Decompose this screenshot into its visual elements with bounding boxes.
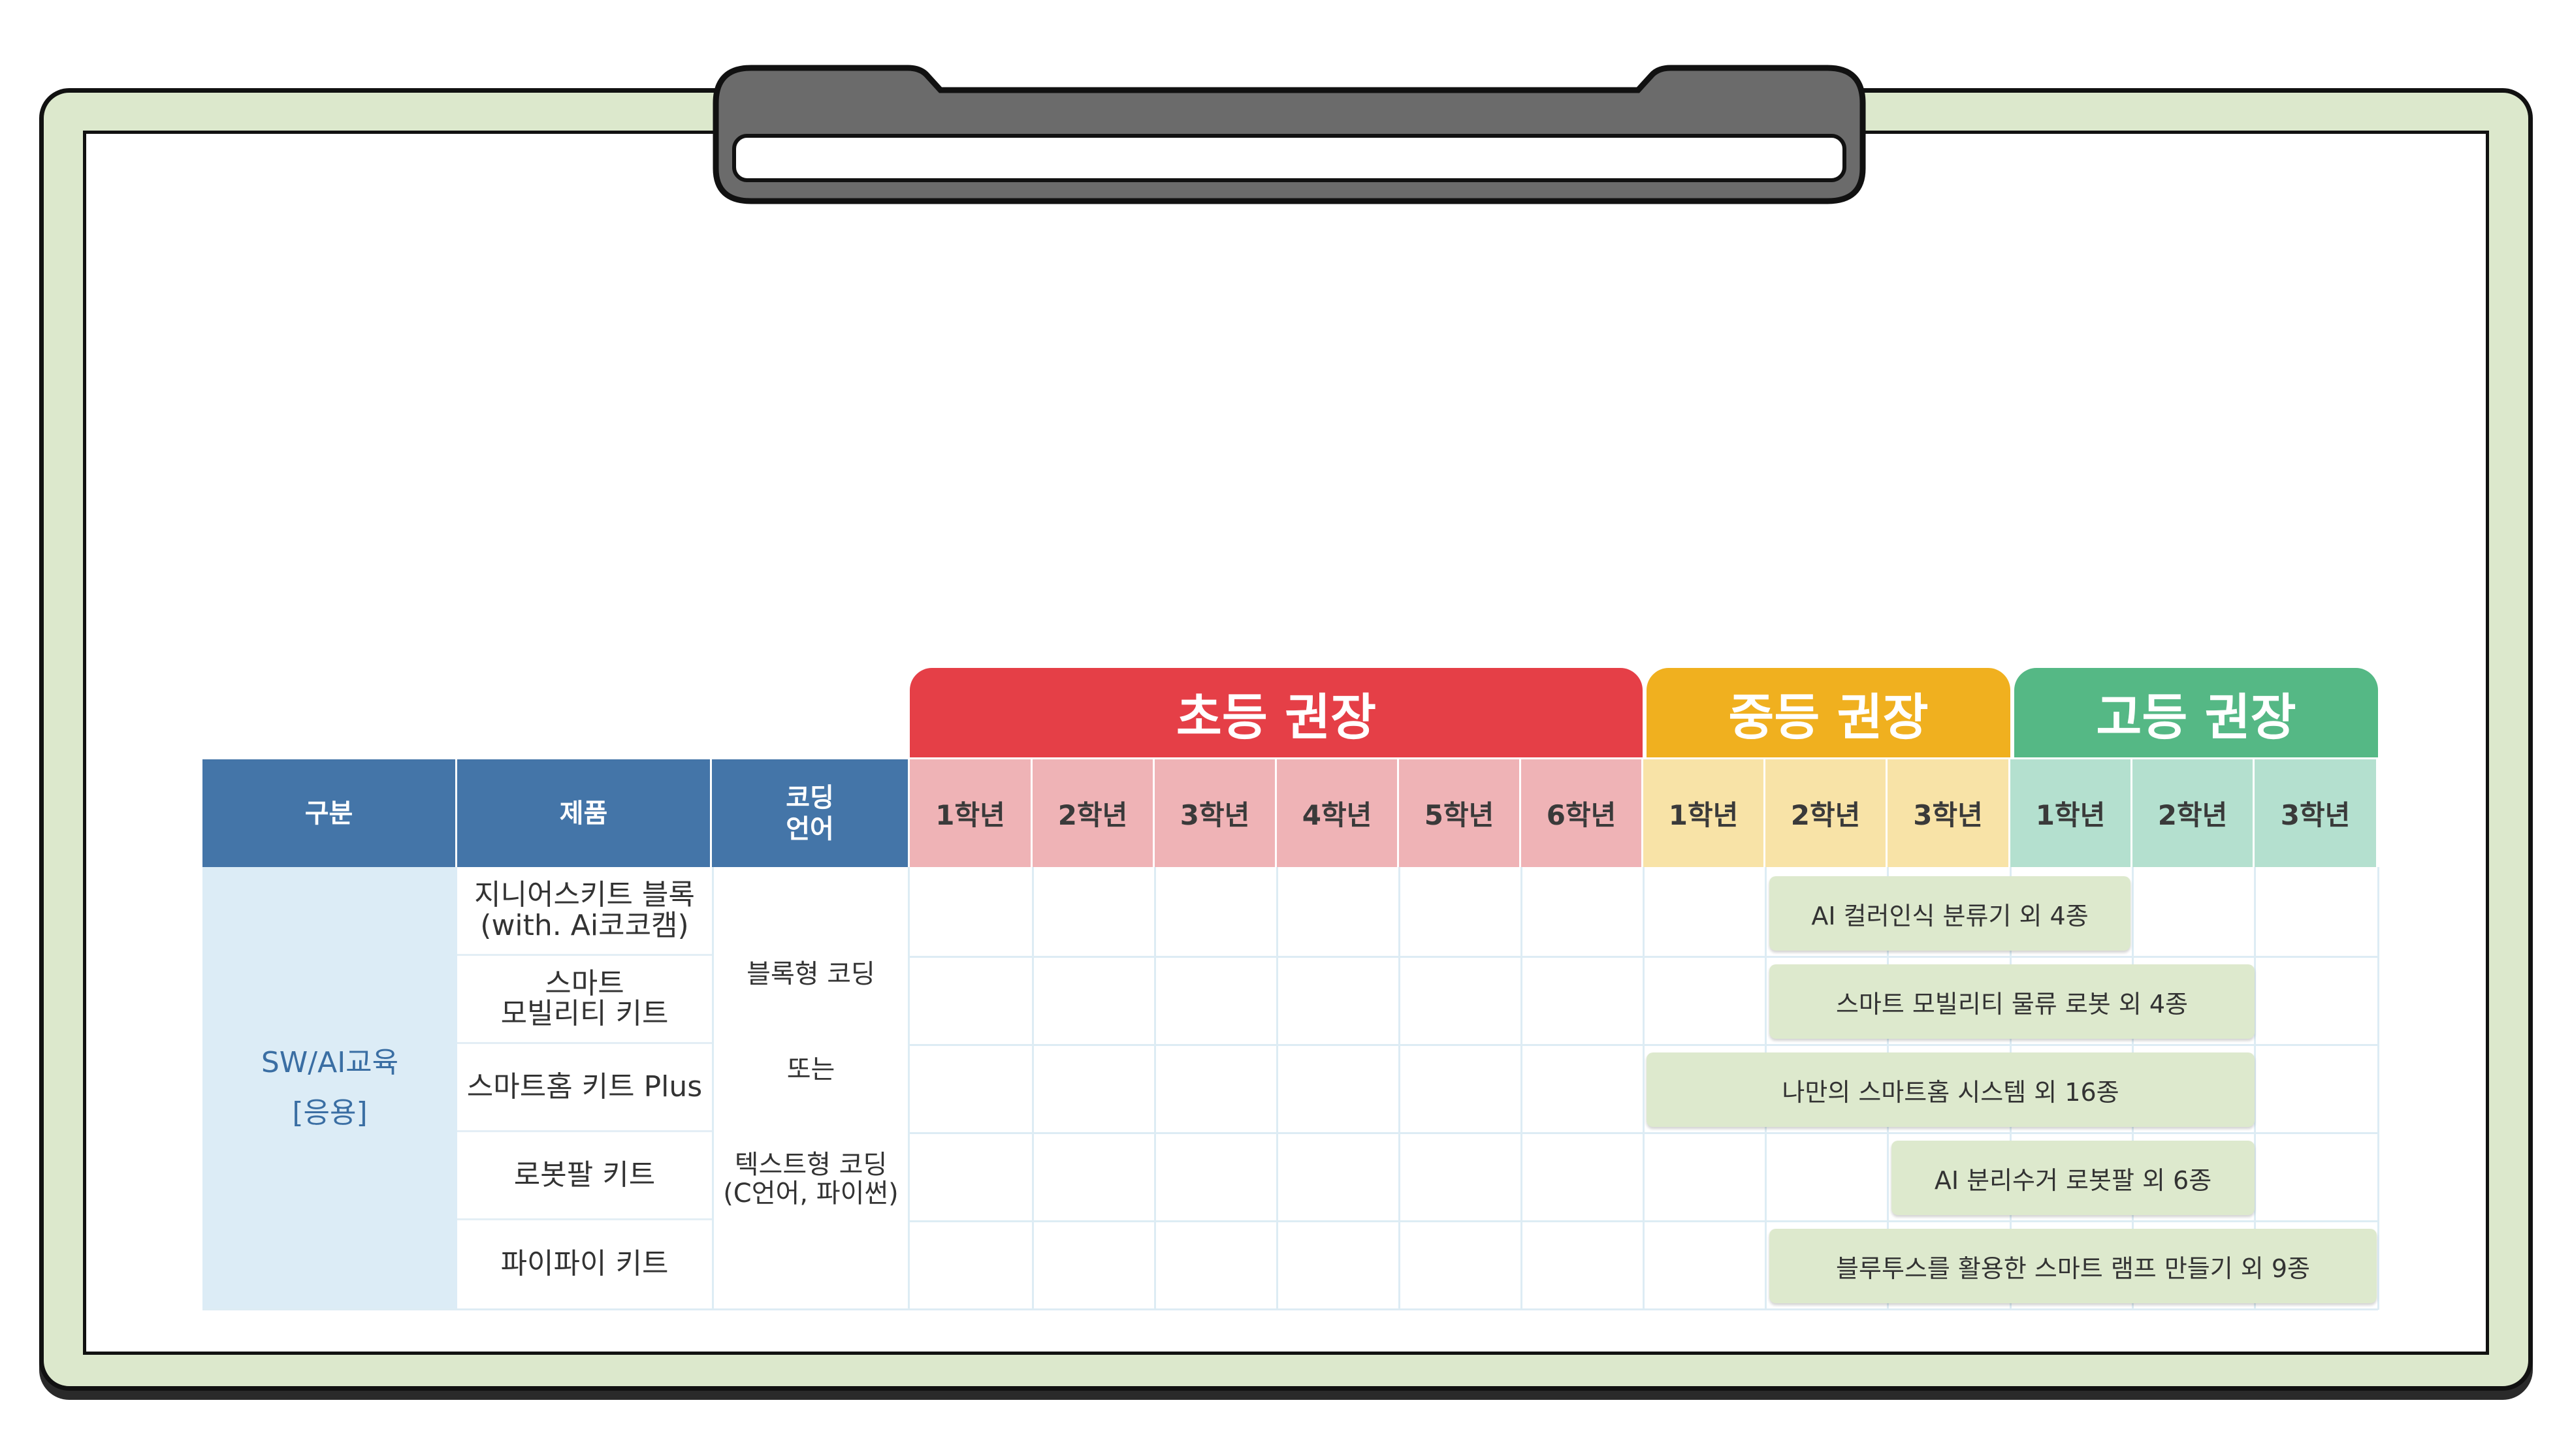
product-cell: 지니어스키트 블록 (with. Ai코코캠) xyxy=(457,867,712,956)
product-cell: 로봇팔 키트 xyxy=(457,1132,712,1220)
header-coding-language-line2: 언어 xyxy=(786,814,834,844)
band-middle: 중등 권장 xyxy=(1647,668,2010,757)
grade-elementary-3: 3학년 xyxy=(1155,759,1277,867)
grade-middle-2: 2학년 xyxy=(1765,759,1888,867)
product-name: 로봇팔 키트 xyxy=(513,1158,656,1192)
product-cell: 스마트홈 키트 Plus xyxy=(457,1044,712,1132)
category-cell: SW/AI교육 [응용] xyxy=(202,867,457,1308)
coding-block-label: 블록형 코딩 xyxy=(747,959,875,989)
grade-high-1: 1학년 xyxy=(2010,759,2132,867)
product-cell: 파이파이 키트 xyxy=(457,1220,712,1308)
coding-language-cell: 블록형 코딩 또는 텍스트형 코딩 (C언어, 파이썬) xyxy=(714,960,908,1208)
grid-line xyxy=(1032,867,1034,1310)
category-sublabel: [응용] xyxy=(292,1096,368,1130)
header-coding-language-line1: 코딩 xyxy=(786,782,834,813)
grid-line xyxy=(2254,867,2256,1310)
product-name-sub: 모빌리티 키트 xyxy=(500,997,669,1030)
grid-line xyxy=(1520,867,1522,1310)
grid-line xyxy=(1154,867,1156,1310)
product-name: 지니어스키트 블록 xyxy=(474,878,695,912)
grade-high-2: 2학년 xyxy=(2132,759,2255,867)
band-elementary: 초등 권장 xyxy=(910,668,1643,757)
course-bar: 스마트 모빌리티 물류 로봇 외 4종 xyxy=(1769,964,2255,1039)
grid-line xyxy=(908,867,910,1310)
product-name: 스마트홈 키트 Plus xyxy=(466,1069,703,1103)
band-high: 고등 권장 xyxy=(2014,668,2378,757)
grid-line xyxy=(1276,867,1278,1310)
coding-text-line1: 텍스트형 코딩 xyxy=(734,1150,888,1180)
grade-elementary-5: 5학년 xyxy=(1399,759,1521,867)
grade-elementary-1: 1학년 xyxy=(910,759,1033,867)
grid-line xyxy=(712,867,714,1310)
product-name-sub: (with. Ai코코캠) xyxy=(480,908,689,942)
coding-text-line2: (C언어, 파이썬) xyxy=(723,1179,899,1209)
coding-or-label: 또는 xyxy=(786,1054,835,1084)
course-bar: AI 분리수거 로봇팔 외 6종 xyxy=(1891,1141,2255,1215)
grade-elementary-4: 4학년 xyxy=(1277,759,1399,867)
product-name: 파이파이 키트 xyxy=(500,1247,669,1281)
grid-line xyxy=(1643,867,1645,1310)
category-label: SW/AI교육 xyxy=(261,1046,399,1079)
header-product: 제품 xyxy=(457,759,712,867)
grade-middle-3: 3학년 xyxy=(1888,759,2010,867)
header-coding-language: 코딩 언어 xyxy=(712,759,910,867)
course-bar: AI 컬러인식 분류기 외 4종 xyxy=(1769,876,2130,951)
grid-line xyxy=(202,1308,2378,1310)
product-cell: 스마트 모빌리티 키트 xyxy=(457,956,712,1044)
course-bar: 나만의 스마트홈 시스템 외 16종 xyxy=(1647,1052,2255,1127)
grade-middle-1: 1학년 xyxy=(1643,759,1765,867)
grid-line xyxy=(2377,867,2379,1310)
grade-elementary-2: 2학년 xyxy=(1033,759,1155,867)
clipboard-clip-icon xyxy=(713,65,1866,204)
coding-text-label: 텍스트형 코딩 (C언어, 파이썬) xyxy=(723,1150,899,1208)
course-bar: 블루투스를 활용한 스마트 램프 만들기 외 9종 xyxy=(1769,1229,2377,1303)
grade-high-3: 3학년 xyxy=(2255,759,2378,867)
grid-line xyxy=(1398,867,1400,1310)
header-category: 구분 xyxy=(202,759,457,867)
grade-elementary-6: 6학년 xyxy=(1521,759,1643,867)
product-name: 스마트 xyxy=(545,966,624,1000)
